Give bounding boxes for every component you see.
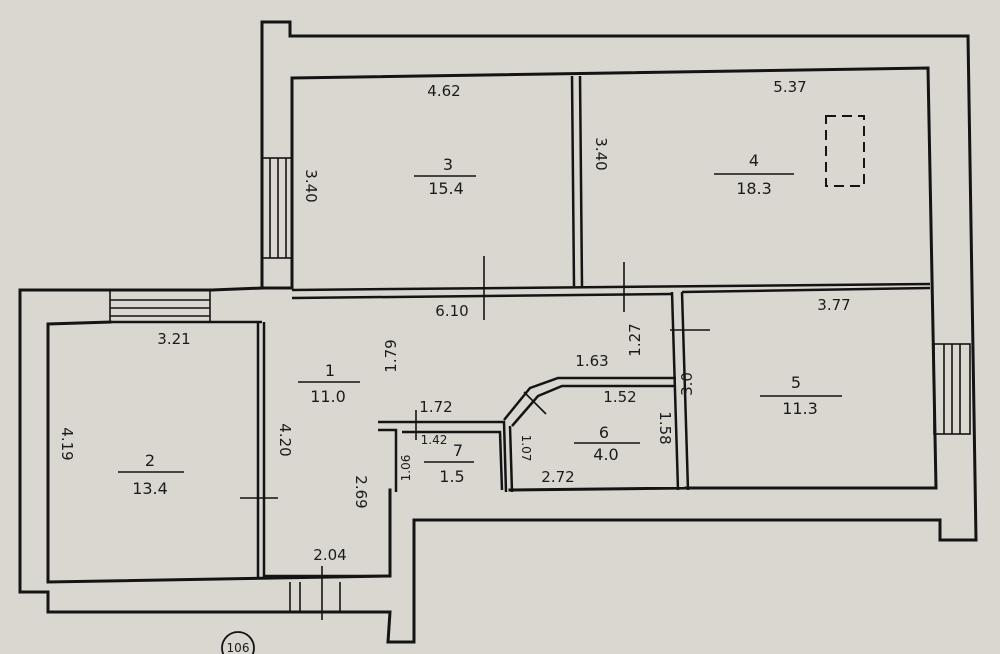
room-1-area: 11.0 — [310, 387, 346, 406]
dim-room2-height: 4.19 — [58, 427, 76, 460]
room-7-number: 7 — [453, 441, 463, 460]
wall-room6-top-inner — [511, 384, 676, 427]
dim-room1-height-a: 1.79 — [382, 339, 400, 372]
room-6-area: 4.0 — [593, 445, 618, 464]
wall-room6-top — [503, 376, 676, 421]
wall-room6-left — [508, 425, 514, 493]
room-3-area: 15.4 — [428, 179, 464, 198]
dim-room6-left: 1.07 — [519, 435, 533, 462]
dim-kitchen-diag-b: 1.27 — [626, 323, 644, 356]
room-5-area: 11.3 — [782, 399, 818, 418]
room-4-area: 18.3 — [736, 179, 772, 198]
dim-room6-top: 1.52 — [603, 388, 636, 406]
wall-3-4-divider-a — [570, 75, 576, 287]
wall-rooms-3-4-bottom-inner — [291, 292, 673, 300]
window-room5 — [933, 343, 971, 435]
stamp-circle: 106 — [221, 631, 255, 654]
room-2-number: 2 — [145, 451, 155, 470]
dim-room6-bottom: 2.72 — [541, 468, 574, 486]
room-3-number: 3 — [443, 155, 453, 174]
dim-kitchen-diag-a: 1.63 — [575, 352, 608, 370]
dim-room7-top-outer: 1.72 — [419, 398, 452, 416]
windows — [109, 157, 971, 612]
dim-room4-width: 5.37 — [773, 78, 806, 96]
wall-room7 — [378, 420, 508, 493]
room-6-number: 6 — [599, 423, 609, 442]
dim-room1-height-c: 2.69 — [352, 475, 370, 508]
dim-room3-width: 4.62 — [427, 82, 460, 100]
dim-room5-height: 3.0 — [678, 372, 696, 396]
walls — [18, 20, 978, 644]
window-room2 — [109, 289, 211, 323]
dim-room3-height: 3.40 — [302, 169, 320, 202]
dimension-labels: 4.62 3.40 5.37 3.40 6.10 3.77 3.0 3.21 4… — [58, 78, 851, 564]
dim-room7-left: 1.06 — [399, 455, 413, 482]
wall-room5-top — [681, 286, 931, 294]
room-4-number: 4 — [749, 151, 759, 170]
room-1-number: 1 — [325, 361, 335, 380]
fraction-lines — [118, 173, 842, 473]
window-bottom — [289, 582, 341, 612]
wall-3-4-divider-b — [578, 75, 584, 287]
door-marks — [240, 256, 710, 620]
room-7-area: 1.5 — [439, 467, 464, 486]
dim-room1-width-bottom: 2.04 — [313, 546, 346, 564]
dim-room4-height: 3.40 — [592, 137, 610, 170]
dim-room7-top-inner: 1.42 — [421, 433, 448, 447]
dim-corridor-length: 6.10 — [435, 302, 468, 320]
wall-rooms-3-4-bottom — [291, 282, 931, 292]
window-left-tower — [261, 157, 293, 259]
wall-room5-left-a — [670, 291, 680, 491]
dashed-fixture-room4 — [825, 115, 865, 187]
left-upper-wall — [210, 20, 294, 292]
room-5-number: 5 — [791, 373, 801, 392]
dim-room5-width: 3.77 — [817, 296, 850, 314]
outer-wall-outer — [18, 20, 978, 644]
wall-room5-left-b — [680, 291, 690, 491]
dim-room6-right: 1.58 — [656, 411, 674, 444]
dim-room2-width: 3.21 — [157, 330, 190, 348]
room-labels: 3 15.4 4 18.3 1 11.0 2 13.4 5 11.3 6 4.0… — [132, 151, 818, 498]
outer-wall-inner — [46, 66, 938, 584]
room-2-area: 13.4 — [132, 479, 168, 498]
stamp-number: 106 — [227, 641, 250, 654]
dim-room1-height-b: 4.20 — [276, 423, 294, 456]
